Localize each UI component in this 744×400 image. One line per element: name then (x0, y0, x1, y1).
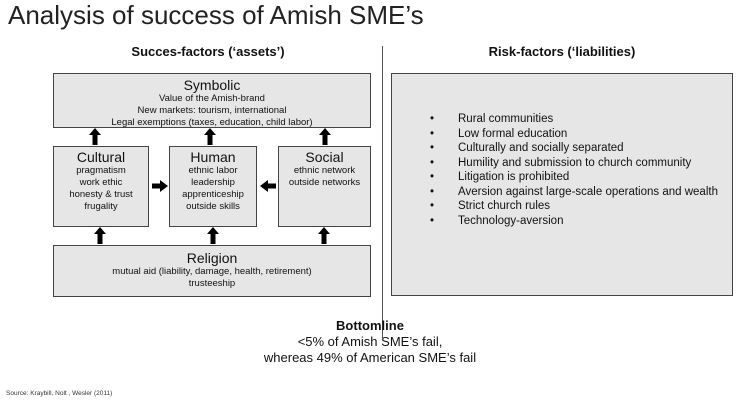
up-arrow-icon (207, 227, 219, 244)
source-note: Source: Kraybill, Nolt , Wesler (2011) (6, 390, 113, 397)
up-arrow-icon (94, 227, 106, 244)
up-arrow-icon (89, 128, 101, 145)
symbolic-line: Value of the Amish-brand (159, 93, 265, 104)
symbolic-title: Symbolic (183, 77, 241, 93)
symbolic-box: Symbolic Value of the Amish-brand New ma… (53, 73, 371, 128)
human-box: Human ethnic labor leadership apprentice… (169, 146, 257, 227)
column-divider (382, 46, 383, 338)
human-title: Human (190, 149, 236, 165)
bottomline-line: whereas 49% of American SME’s fail (263, 350, 477, 365)
list-item: Aversion against large-scale operations … (428, 185, 718, 200)
page-title: Analysis of success of Amish SME’s (8, 0, 424, 30)
human-line: leadership (191, 177, 235, 188)
social-title: Social (305, 149, 344, 165)
up-arrow-icon (318, 227, 330, 244)
human-line: outside skills (186, 201, 240, 212)
religion-line: trusteeship (188, 278, 236, 289)
list-item: Rural communities (428, 112, 718, 127)
social-line: ethnic network (293, 165, 356, 176)
human-line: apprenticeship (182, 189, 244, 200)
liabilities-header: Risk-factors (‘liabilities) (488, 44, 636, 59)
up-arrow-icon (204, 128, 216, 145)
list-item: Litigation is prohibited (428, 170, 718, 185)
cultural-box: Cultural pragmatism work ethic honesty &… (53, 146, 149, 227)
religion-box: Religion mutual aid (liability, damage, … (53, 245, 371, 297)
right-arrow-icon (152, 180, 168, 192)
symbolic-line: Legal exemptions (taxes, education, chil… (111, 117, 313, 128)
risk-list: Rural communities Low formal education C… (428, 112, 718, 228)
list-item: Culturally and socially separated (428, 141, 718, 156)
risk-factors-box: Rural communities Low formal education C… (391, 73, 733, 296)
up-arrow-icon (319, 128, 331, 145)
cultural-line: pragmatism (76, 165, 126, 176)
cultural-line: work ethic (79, 177, 123, 188)
assets-header: Succes-factors (‘assets’) (131, 44, 285, 59)
symbolic-line: New markets: tourism, international (137, 105, 287, 116)
left-arrow-icon (260, 180, 276, 192)
list-item: Humility and submission to church commun… (428, 156, 718, 171)
bottomline-heading: Bottomline (336, 318, 404, 333)
cultural-title: Cultural (76, 149, 126, 165)
religion-line: mutual aid (liability, damage, health, r… (112, 266, 312, 277)
social-line: outside networks (288, 177, 361, 188)
bottomline: Bottomline <5% of Amish SME’s fail, wher… (200, 318, 540, 366)
bottomline-line: <5% of Amish SME’s fail, (297, 334, 443, 349)
cultural-line: honesty & trust (69, 189, 133, 200)
social-box: Social ethnic network outside networks (278, 146, 371, 227)
list-item: Technology-aversion (428, 214, 718, 229)
cultural-line: frugality (84, 201, 118, 212)
religion-title: Religion (186, 250, 238, 266)
list-item: Strict church rules (428, 199, 718, 214)
list-item: Low formal education (428, 127, 718, 142)
human-line: ethnic labor (188, 165, 238, 176)
